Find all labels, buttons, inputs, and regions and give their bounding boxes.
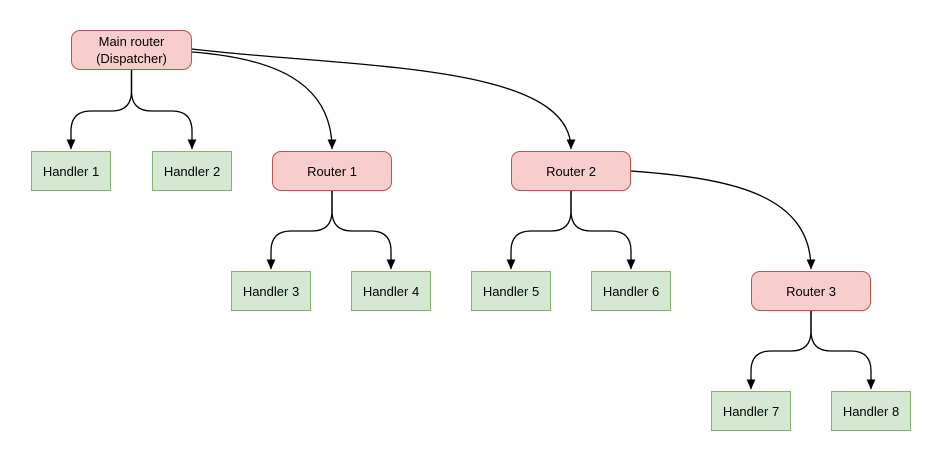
edge-router-2-to-handler-5 bbox=[506, 191, 572, 270]
edge-main-router-to-router-2 bbox=[191, 48, 576, 150]
edge-main-router-to-router-1 bbox=[191, 51, 337, 150]
node-handler-8: Handler 8 bbox=[831, 391, 911, 431]
edge-router-2-to-router-3 bbox=[630, 170, 816, 270]
edge-router-2-to-handler-6 bbox=[570, 191, 636, 270]
node-router-2: Router 2 bbox=[511, 151, 631, 191]
node-main-router: Main router (Dispatcher) bbox=[71, 30, 192, 70]
edge-router-3-to-handler-7 bbox=[746, 311, 812, 390]
edge-main-router-to-handler-2 bbox=[130, 70, 197, 150]
node-handler-2: Handler 2 bbox=[152, 151, 232, 191]
edge-router-3-to-handler-8 bbox=[810, 311, 876, 390]
node-main-router-label-line2: (Dispatcher) bbox=[96, 51, 167, 66]
node-router-1: Router 1 bbox=[272, 151, 392, 191]
node-handler-7: Handler 7 bbox=[711, 391, 791, 431]
node-handler-6: Handler 6 bbox=[591, 271, 671, 311]
node-router-3: Router 3 bbox=[751, 271, 871, 311]
edge-main-router-to-handler-1 bbox=[66, 70, 133, 150]
edge-router-1-to-handler-3 bbox=[266, 191, 333, 270]
node-main-router-label-line1: Main router bbox=[98, 34, 165, 49]
node-handler-3: Handler 3 bbox=[231, 271, 311, 311]
node-handler-1: Handler 1 bbox=[31, 151, 111, 191]
edge-router-1-to-handler-4 bbox=[331, 191, 396, 270]
node-handler-4: Handler 4 bbox=[351, 271, 431, 311]
node-handler-5: Handler 5 bbox=[471, 271, 551, 311]
